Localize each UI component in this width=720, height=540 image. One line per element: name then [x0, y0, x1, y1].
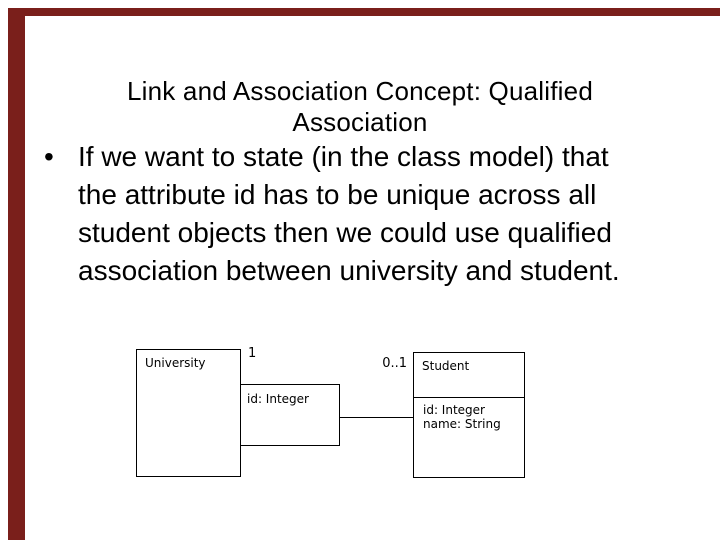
- multiplicity-student-end: 0..1: [382, 356, 407, 371]
- university-class-name: University: [145, 356, 206, 370]
- slide-title: Link and Association Concept: Qualified …: [0, 76, 720, 138]
- student-class-name: Student: [422, 359, 470, 373]
- university-class-box: University: [136, 349, 241, 477]
- multiplicity-university-end: 1: [248, 346, 257, 361]
- bullet-text-line-4: association between university and stude…: [78, 255, 620, 286]
- qualifier-box: id: Integer: [240, 384, 340, 446]
- bullet-text-line-2: the attribute id has to be unique across…: [78, 179, 597, 210]
- student-attribute-id: id: Integer: [423, 403, 485, 417]
- association-line: [340, 417, 413, 418]
- bullet-text-line-1: If we want to state (in the class model)…: [78, 141, 609, 172]
- viewer-frame-top-bar: [8, 8, 720, 16]
- bullet-marker: •: [44, 141, 54, 172]
- bullet-text-line-3: student objects then we could use qualif…: [78, 217, 612, 248]
- slide-title-line-2: Association: [292, 107, 428, 137]
- student-attribute-name: name: String: [423, 417, 501, 431]
- qualifier-attribute: id: Integer: [247, 392, 309, 406]
- bullet-paragraph: If we want to state (in the class model)…: [78, 138, 678, 290]
- student-class-name-compartment: Student: [414, 353, 524, 398]
- student-class-box: Student id: Integer name: String: [413, 352, 525, 478]
- student-attributes-compartment: id: Integer name: String: [414, 398, 524, 431]
- viewer-frame-left-bar: [8, 8, 25, 540]
- slide-title-line-1: Link and Association Concept: Qualified: [127, 76, 593, 106]
